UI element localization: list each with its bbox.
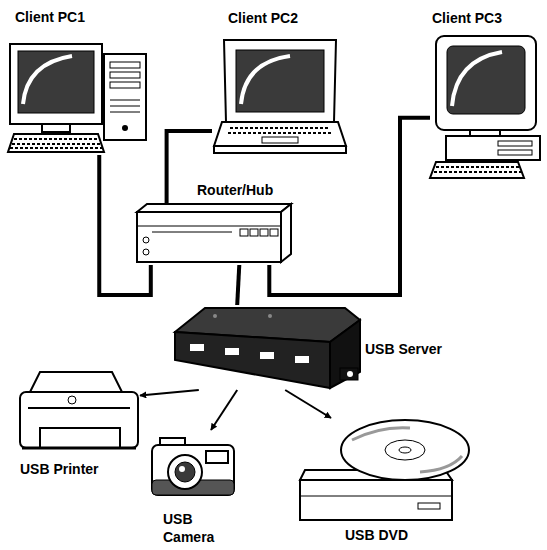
illustration-shape [137,212,281,262]
dvd-drive-illustration [300,420,469,520]
illustration-shape [436,36,536,130]
desktop-pc-illustration [8,44,146,152]
device-label: Router/Hub [197,181,297,199]
illustration-shape [340,368,358,380]
illustration-shape [420,456,462,472]
illustration-shape [110,100,140,112]
device-node: Client PC1 [5,40,150,155]
illustration-shape [260,352,274,359]
illustration-shape [152,445,234,495]
laptop-illustration [214,40,346,153]
illustration-shape [42,124,70,132]
device-label: Client PC3 [432,9,542,27]
illustration-shape [300,480,452,520]
device-label: USB Server [365,340,465,358]
network-cable [237,265,239,305]
illustration-shape [240,229,248,236]
device-label: USB Printer [20,460,130,478]
illustration-shape [143,237,149,243]
illustration-shape [260,229,268,236]
illustration-shape [446,136,540,160]
device-label: Client PC2 [228,9,338,27]
illustration-shape [214,122,346,146]
illustration-shape [28,407,130,409]
illustration-shape [122,125,128,131]
illustration-shape [175,332,330,388]
illustration-shape [447,46,525,114]
illustration-shape [300,496,452,497]
illustration-shape [228,128,332,133]
illustration-shape [179,466,185,472]
usb-arrow [285,390,331,418]
device-node: USB Printer [15,370,140,455]
network-cable [99,155,151,295]
illustration-shape [250,229,258,236]
illustration-shape [175,462,195,482]
illustration-shape [236,50,324,112]
device-node: Client PC2 [212,35,348,155]
router-illustration [137,204,291,262]
illustration-shape [452,52,502,106]
device-node: USB Camera [148,430,238,500]
illustration-shape [434,167,521,172]
device-node: Router/Hub [135,203,293,265]
illustration-shape [110,62,140,68]
printer-illustration [20,372,138,448]
usb-arrow [140,390,199,396]
usb-server-illustration [175,308,360,388]
device-node: USB Server [170,305,362,390]
camera-illustration [152,438,234,495]
illustration-shape [430,162,524,178]
illustration-shape [270,229,278,236]
device-label: USB DVD [345,526,445,544]
illustration-shape [214,146,346,153]
illustration-shape [330,320,360,388]
device-label: USB Camera [163,510,228,546]
device-node: Client PC3 [430,35,543,180]
illustration-shape [30,372,122,392]
illustration-shape [40,428,120,448]
illustration-shape [295,356,309,363]
illustration-shape [206,451,228,463]
illustration-shape [137,226,281,232]
network-cable [269,118,430,295]
illustration-shape [10,139,103,148]
illustration-shape [224,40,336,122]
illustration-shape [241,56,290,104]
illustration-shape [498,150,532,155]
illustration-shape [352,428,410,440]
illustration-shape [137,204,291,212]
illustration-shape [8,134,104,152]
illustration-shape [190,344,204,351]
illustration-shape [22,447,136,450]
illustration-shape [68,396,76,404]
device-node: USB DVD [295,418,475,523]
device-label: Client PC1 [15,8,125,26]
illustration-shape [341,420,469,480]
illustration-shape [23,56,72,104]
illustration-shape [268,314,272,318]
usb-arrow [211,390,237,430]
illustration-shape [262,137,298,143]
illustration-shape [213,314,217,318]
illustration-shape [347,371,353,377]
illustration-shape [385,440,425,460]
illustration-shape [498,141,532,146]
illustration-shape [104,54,146,140]
illustration-shape [168,455,202,489]
desktop-crt-illustration [430,36,540,178]
illustration-shape [10,44,102,124]
illustration-shape [20,392,138,448]
illustration-shape [399,447,411,453]
illustration-shape [225,348,239,355]
illustration-shape [281,204,291,262]
illustration-shape [18,51,94,113]
illustration-shape [143,249,149,255]
illustration-shape [110,72,140,78]
illustration-shape [110,82,140,88]
illustration-shape [418,503,440,509]
